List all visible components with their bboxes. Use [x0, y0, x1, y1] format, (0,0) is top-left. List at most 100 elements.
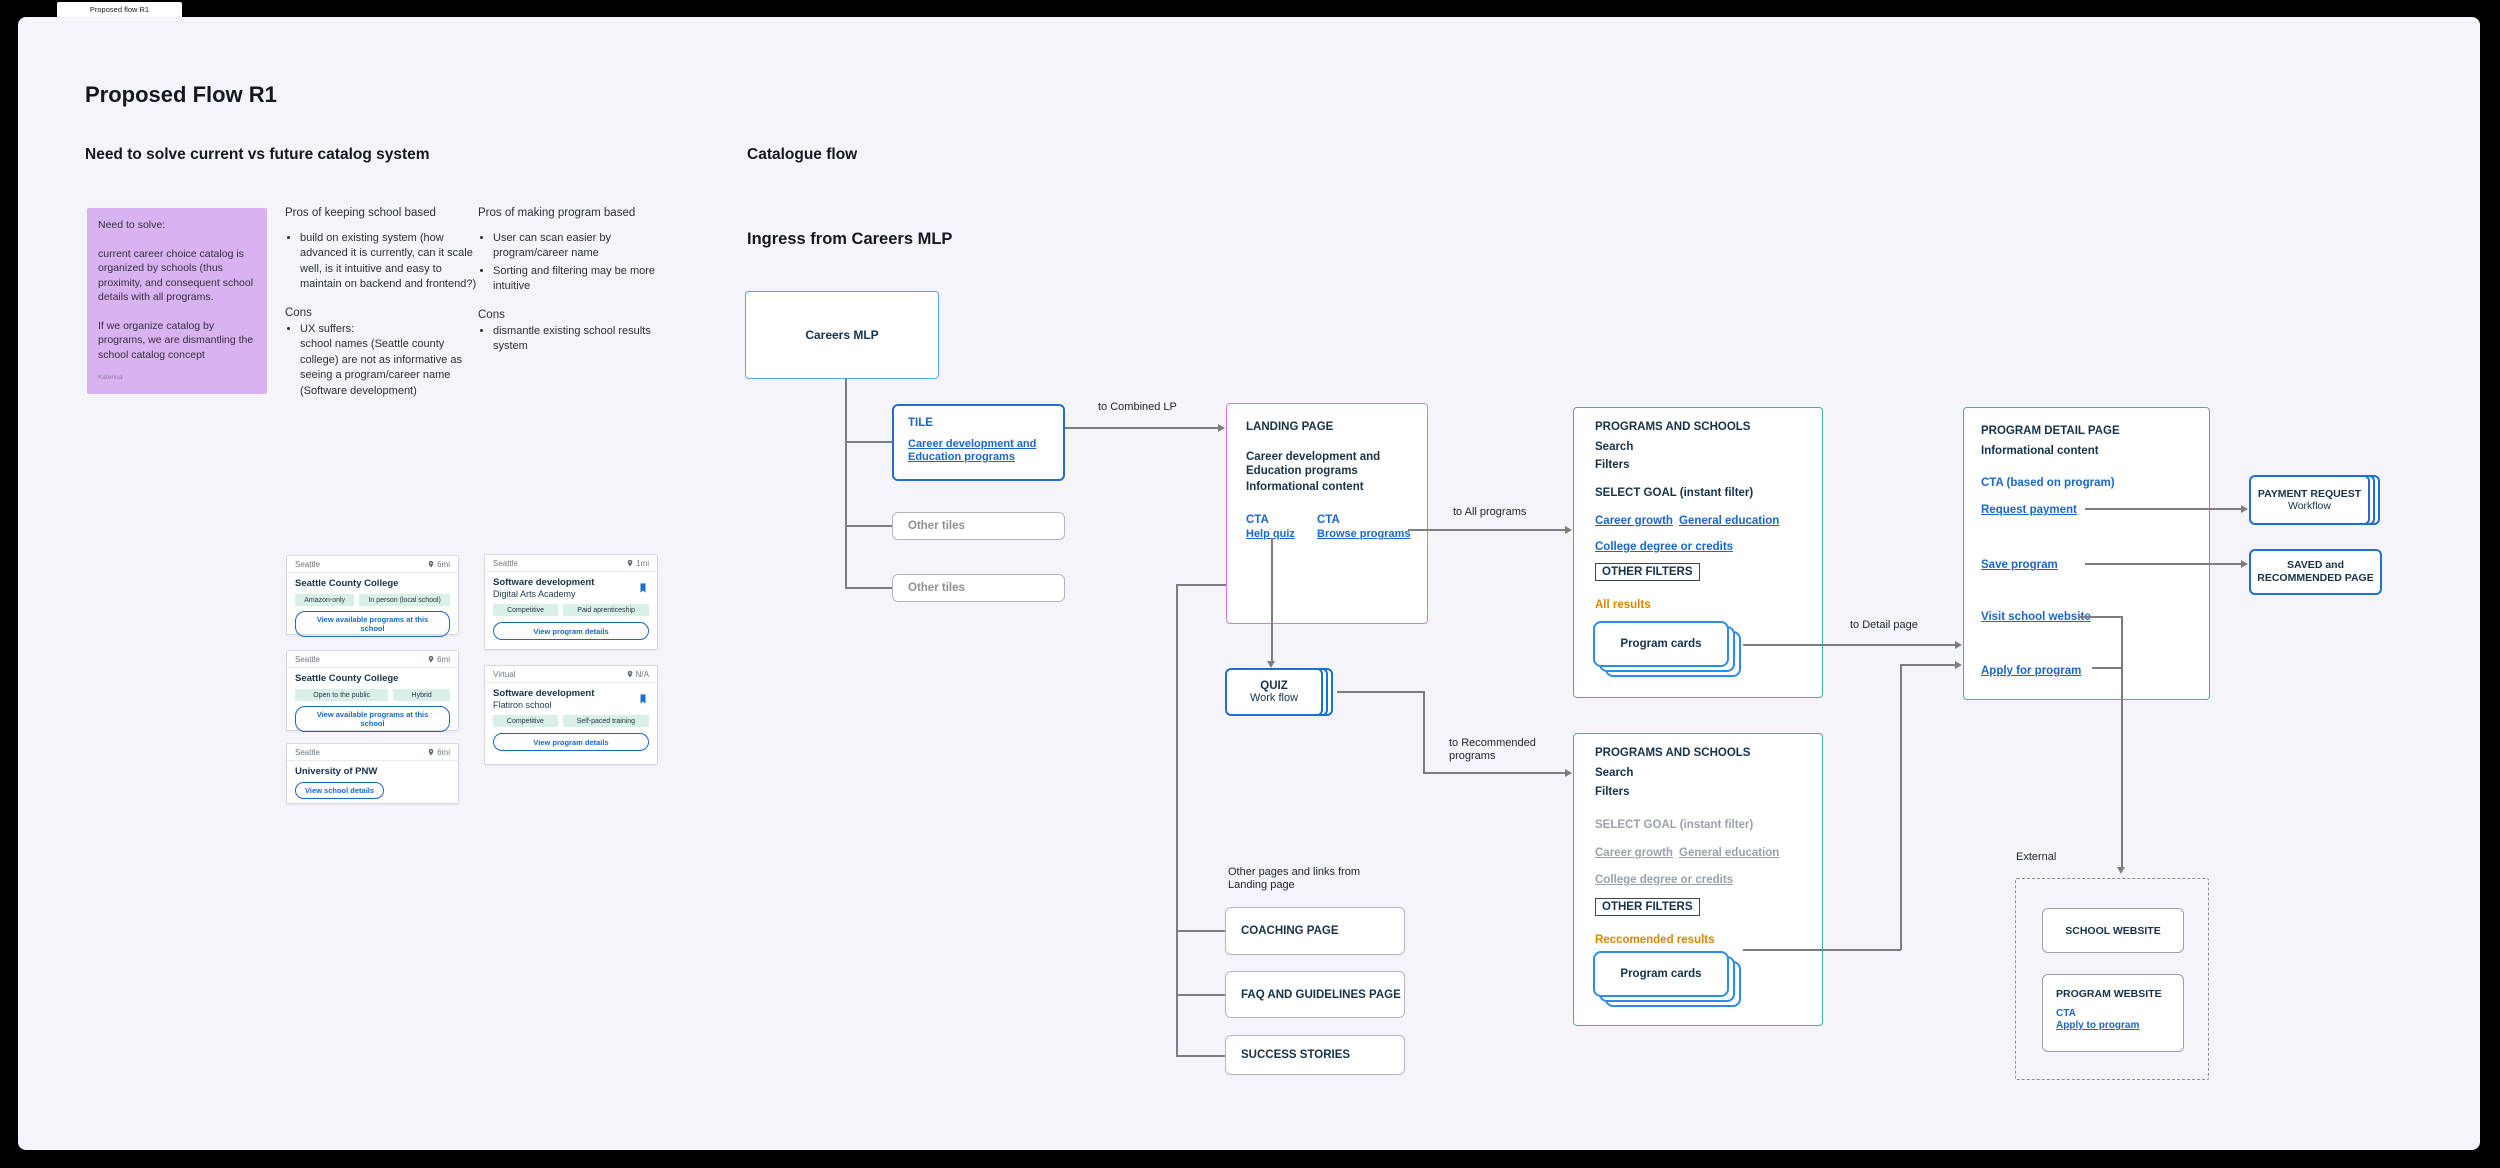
- program-website-node[interactable]: PROGRAM WEBSITE CTA Apply to program: [2042, 974, 2184, 1052]
- deck-front: Program cards: [1593, 951, 1729, 997]
- faq-page-node[interactable]: FAQ AND GUIDELINES PAGE: [1225, 971, 1405, 1018]
- connector-line: [1176, 994, 1225, 996]
- view-school-details-button[interactable]: View school details: [295, 782, 385, 799]
- card-distance: 6mi: [437, 748, 450, 757]
- ps-title: PROGRAMS AND SCHOOLS: [1595, 747, 1751, 759]
- goal-college-degree-disabled: College degree or credits: [1595, 874, 1734, 886]
- faq-page-label: FAQ AND GUIDELINES PAGE: [1241, 988, 1401, 1001]
- view-program-details-button[interactable]: View program details: [493, 733, 649, 751]
- card-title: Seattle County College: [295, 673, 399, 684]
- other-tiles-node[interactable]: Other tiles: [892, 574, 1065, 602]
- pros-list: User can scan easier by program/career n…: [478, 231, 678, 295]
- quiz-title: QUIZ: [1260, 680, 1288, 692]
- note-title: Pros of keeping school based: [285, 207, 436, 219]
- visit-school-website-link[interactable]: Visit school website: [1981, 611, 2091, 623]
- card-location: Seattle: [295, 560, 320, 569]
- card-title: Software development: [493, 688, 595, 699]
- external-cta-label: CTA: [2056, 1008, 2076, 1019]
- success-stories-label: SUCCESS STORIES: [1241, 1049, 1351, 1061]
- page-tab[interactable]: Proposed flow R1: [57, 2, 182, 17]
- location-pin-icon: [428, 748, 434, 756]
- view-programs-button[interactable]: View available programs at this school: [295, 611, 450, 637]
- cta-label: CTA: [1246, 514, 1269, 526]
- school-website-node[interactable]: SCHOOL WEBSITE: [2042, 908, 2184, 953]
- goal-general-education-link[interactable]: General education: [1679, 515, 1780, 527]
- school-card[interactable]: Seattle 6mi University of PNW View schoo…: [286, 743, 459, 804]
- bookmark-icon[interactable]: [638, 693, 648, 705]
- tile-link[interactable]: Career development and Education program…: [908, 438, 1037, 463]
- view-program-details-button[interactable]: View program details: [493, 622, 649, 640]
- school-card[interactable]: Seattle 6mi Seattle County College Amazo…: [286, 555, 459, 637]
- detail-title: PROGRAM DETAIL PAGE: [1981, 425, 2120, 437]
- connector-line: [1176, 584, 1178, 1056]
- cons-list: dismantle existing school results system: [478, 324, 678, 355]
- tile-title: TILE: [908, 417, 933, 429]
- other-pages-label: Other pages and links from Landing page: [1228, 866, 1361, 891]
- other-tiles-label: Other tiles: [908, 582, 965, 594]
- payment-request-node[interactable]: PAYMENT REQUEST Workflow: [2249, 475, 2380, 525]
- sticky-author: Katerina: [98, 374, 123, 381]
- connector-line: [1408, 529, 1568, 531]
- ps-search: Search: [1595, 441, 1634, 453]
- browse-programs-link[interactable]: Browse programs: [1317, 528, 1411, 540]
- careers-mlp-label: Careers MLP: [805, 328, 879, 342]
- apply-to-program-link[interactable]: Apply to program: [2056, 1020, 2140, 1031]
- connector-line: [1900, 664, 1902, 950]
- tile-node[interactable]: TILE Career development and Education pr…: [892, 404, 1065, 481]
- program-cards-label: Program cards: [1620, 968, 1702, 980]
- payment-title: PAYMENT REQUEST: [2257, 488, 2362, 500]
- saved-label: SAVED and RECOMMENDED PAGE: [2257, 559, 2374, 584]
- school-card[interactable]: Seattle 6mi Seattle County College Open …: [286, 650, 459, 732]
- card-tag: Competitive: [493, 604, 559, 616]
- landing-title: LANDING PAGE: [1246, 421, 1334, 433]
- programs-schools-all-node[interactable]: PROGRAMS AND SCHOOLS Search Filters SELE…: [1573, 407, 1823, 698]
- page-title: Proposed Flow R1: [85, 82, 277, 107]
- pros-item: Sorting and filtering may be more intuit…: [493, 264, 678, 295]
- view-programs-button[interactable]: View available programs at this school: [295, 706, 450, 732]
- edge-label-to-combined-lp: to Combined LP: [1098, 401, 1177, 413]
- connector-line: [845, 587, 892, 589]
- arrowhead: [1955, 641, 1962, 649]
- edge-label-to-detail-page: to Detail page: [1850, 619, 1918, 631]
- card-tag: Competitive: [493, 715, 558, 727]
- program-cards-stack[interactable]: Program cards: [1593, 951, 1741, 1007]
- apply-for-program-link[interactable]: Apply for program: [1981, 665, 2082, 677]
- card-header: Seattle 6mi: [287, 651, 458, 668]
- careers-mlp-node[interactable]: Careers MLP: [745, 291, 939, 379]
- sticky-note[interactable]: Need to solve: current career choice cat…: [87, 208, 267, 394]
- save-program-link[interactable]: Save program: [1981, 559, 2058, 571]
- ps-title: PROGRAMS AND SCHOOLS: [1595, 421, 1751, 433]
- bookmark-icon[interactable]: [638, 582, 648, 594]
- external-label: External: [2016, 851, 2057, 863]
- request-payment-link[interactable]: Request payment: [1981, 504, 2077, 516]
- quiz-subtitle: Work flow: [1249, 692, 1299, 704]
- goal-college-degree-link[interactable]: College degree or credits: [1595, 541, 1734, 553]
- saved-recommended-node[interactable]: SAVED and RECOMMENDED PAGE: [2249, 549, 2382, 595]
- program-detail-page-node[interactable]: PROGRAM DETAIL PAGE Informational conten…: [1963, 407, 2210, 700]
- card-tags: Competitive Self-paced training: [485, 710, 657, 727]
- quiz-workflow-node[interactable]: QUIZ Work flow: [1225, 668, 1333, 716]
- results-label: All results: [1595, 599, 1651, 611]
- other-filters-chip[interactable]: OTHER FILTERS: [1595, 898, 1700, 916]
- note-keeping-school-based: Pros of keeping school based build on ex…: [285, 206, 477, 401]
- other-filters-chip[interactable]: OTHER FILTERS: [1595, 563, 1700, 581]
- coaching-page-node[interactable]: COACHING PAGE: [1225, 907, 1405, 955]
- landing-page-node[interactable]: LANDING PAGE Career development and Educ…: [1226, 403, 1428, 624]
- help-quiz-link[interactable]: Help quiz: [1246, 528, 1295, 540]
- goal-career-growth-link[interactable]: Career growth: [1595, 515, 1673, 527]
- connector-line: [1900, 664, 1958, 666]
- other-tiles-node[interactable]: Other tiles: [892, 512, 1065, 540]
- program-card[interactable]: Virtual N/A Software development Flatiro…: [484, 665, 658, 765]
- card-location: Seattle: [295, 748, 320, 757]
- ingress-heading: Ingress from Careers MLP: [747, 230, 953, 248]
- program-cards-stack[interactable]: Program cards: [1593, 621, 1741, 677]
- ps-select-goal-disabled: SELECT GOAL (instant filter): [1595, 819, 1754, 831]
- location-pin-icon: [428, 560, 434, 568]
- payment-subtitle: Workflow: [2288, 500, 2331, 512]
- connector-line: [2085, 563, 2244, 565]
- success-stories-node[interactable]: SUCCESS STORIES: [1225, 1035, 1405, 1075]
- ps-search: Search: [1595, 767, 1634, 779]
- connector-line: [1743, 949, 1901, 951]
- program-card[interactable]: Seattle 1mi Software development Digital…: [484, 554, 658, 650]
- card-distance: 1mi: [636, 559, 649, 568]
